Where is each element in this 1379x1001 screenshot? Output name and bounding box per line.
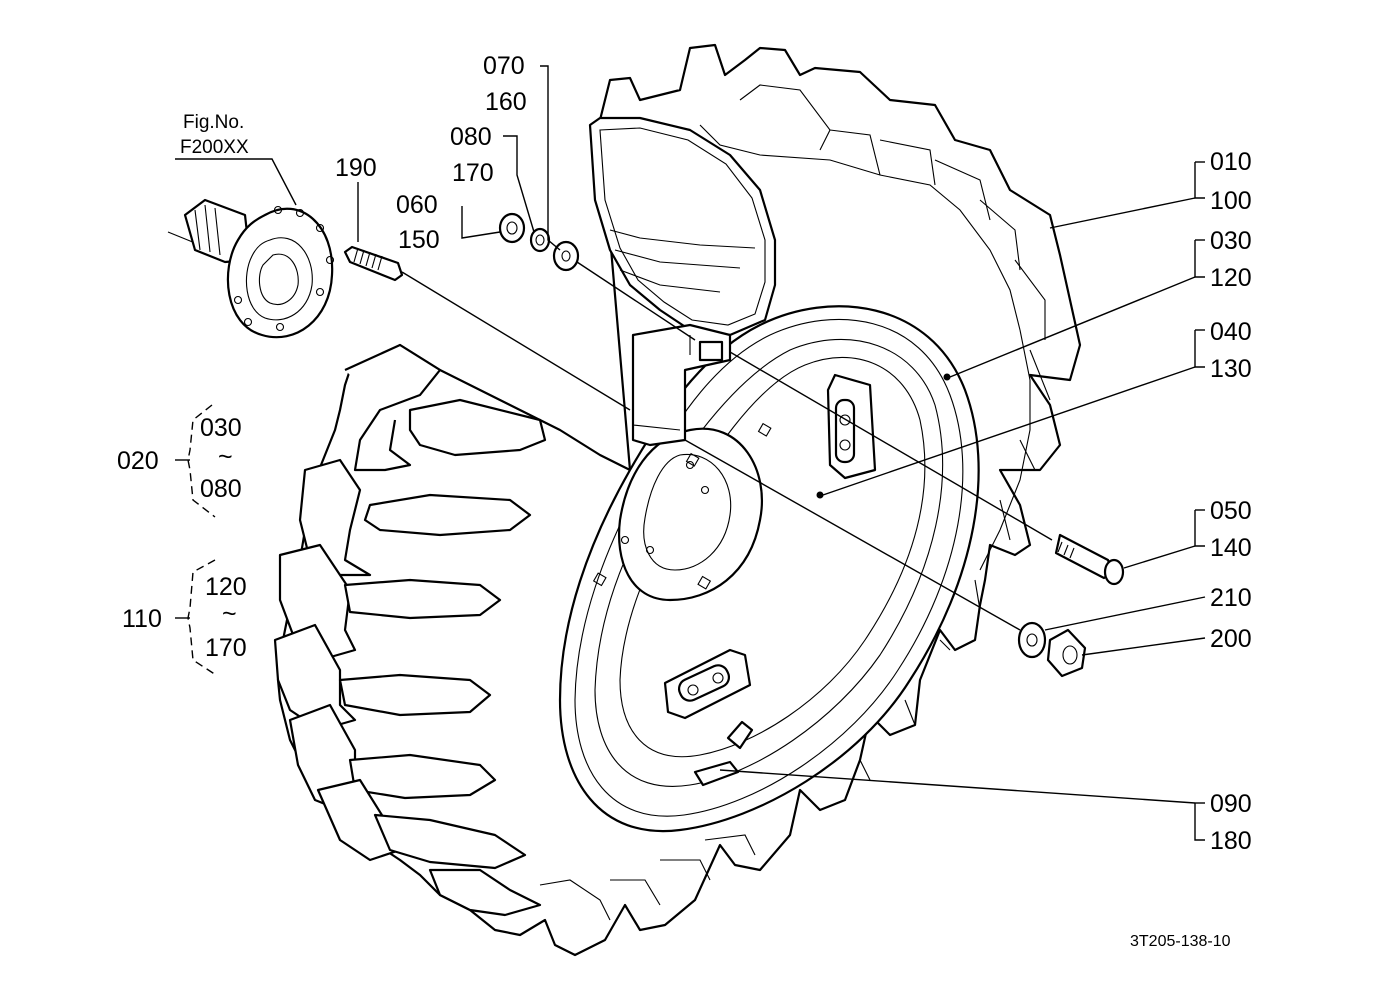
callout-080: 080 [450,123,492,151]
rim-center-disc [618,427,763,602]
group-020-from: 030 [200,414,242,442]
fasteners-upper [498,212,580,272]
callout-200: 200 [1210,625,1252,653]
callout-120: 120 [1210,264,1252,292]
group-110-tilde: ~ [222,600,237,628]
bolt-050 [1054,533,1125,586]
callout-040: 040 [1210,318,1252,346]
fig-ref-code: F200XX [180,137,249,158]
stud-190 [343,245,404,282]
group-110-label: 110 [122,605,162,633]
lug-left-1 [344,343,442,472]
tire-cutaway-section [588,116,777,337]
valve-stem [726,720,754,750]
callout-140: 140 [1210,534,1252,562]
fasteners-lower [1017,621,1087,678]
callout-050: 050 [1210,497,1252,525]
callout-190: 190 [335,154,377,182]
callout-160: 160 [485,88,527,116]
callout-100: 100 [1210,187,1252,215]
spacer-block [631,323,732,447]
fig-ref-prefix: Fig.No. [183,112,244,133]
callout-070: 070 [483,52,525,80]
callout-030: 030 [1210,227,1252,255]
callout-210: 210 [1210,584,1252,612]
group-110-from: 120 [205,573,247,601]
lug-left-13 [428,868,542,917]
group-020-label: 020 [117,447,159,475]
callout-010: 010 [1210,148,1252,176]
lug-left-12 [373,813,527,870]
group-110-to: 170 [205,634,247,662]
group-020-to: 080 [200,475,242,503]
callout-060: 060 [396,191,438,219]
labels: Fig.No. F200XX 190 070 160 080 170 060 1… [117,52,1252,950]
lug-left-6 [343,578,502,620]
drawing-number: 3T205-138-10 [1130,933,1231,950]
lug-left-7 [273,623,357,732]
hub-flange-disc [226,207,334,339]
callout-170: 170 [452,159,494,187]
leader-lines [175,65,1206,841]
lug-left-4 [363,493,532,537]
callout-090: 090 [1210,790,1252,818]
callout-180: 180 [1210,827,1252,855]
callout-130: 130 [1210,355,1252,383]
lug-left-8 [338,673,492,717]
axle-hub-flange [167,198,335,339]
group-020-tilde: ~ [218,443,233,471]
group-brackets [175,404,217,676]
callout-150: 150 [398,226,440,254]
lug-left-2 [408,398,547,457]
